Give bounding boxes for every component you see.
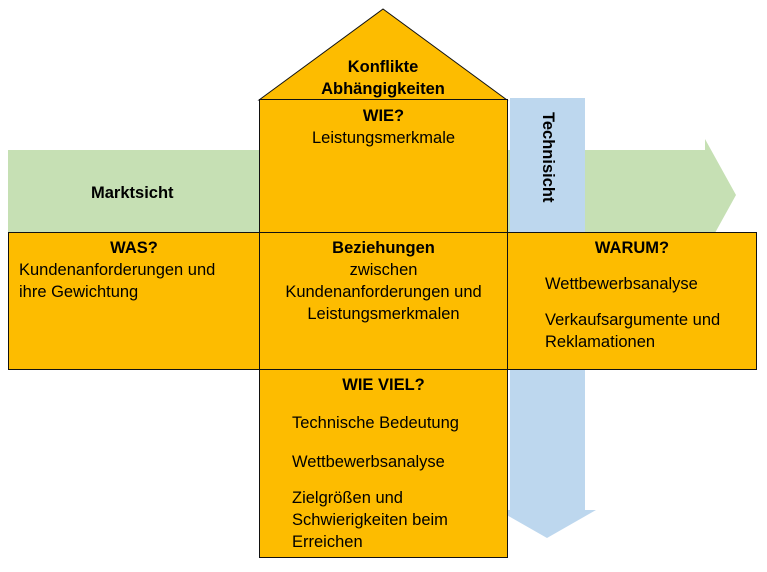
- relations-text-line-1: zwischen: [349, 261, 418, 279]
- was-text-line-1: Kundenanforderungen und: [19, 261, 216, 279]
- market-view-label: Marktsicht: [91, 184, 174, 202]
- wie-viel-item-technical-importance: Technische Bedeutung: [292, 414, 459, 432]
- warum-item-sales-line-2: Reklamationen: [545, 333, 656, 351]
- warum-title: WARUM?: [594, 239, 670, 257]
- wie-viel-item-targets-line-1: Zielgrößen und: [292, 489, 403, 507]
- technical-view-label: Technisicht: [539, 112, 557, 203]
- relations-title: Beziehungen: [332, 239, 435, 257]
- wie-viel-box: WIE VIEL? Technische Bedeutung Wettbewer…: [259, 369, 508, 558]
- was-box: WAS? Kundenanforderungen und ihre Gewich…: [8, 232, 260, 370]
- wie-title: WIE?: [362, 107, 405, 125]
- wie-text: Leistungsmerkmale: [311, 129, 456, 147]
- wie-box: WIE? Leistungsmerkmale: [259, 99, 508, 233]
- wie-viel-title: WIE VIEL?: [342, 376, 425, 394]
- relations-text-line-2: Kundenanforderungen und: [285, 283, 482, 301]
- warum-item-competition: Wettbewerbsanalyse: [545, 275, 698, 293]
- roof-label-line-1: Konflikte: [347, 58, 419, 76]
- wie-viel-item-targets-line-2: Schwierigkeiten beim: [292, 511, 448, 529]
- warum-box: WARUM? Wettbewerbsanalyse Verkaufsargume…: [507, 232, 757, 370]
- relations-box: Beziehungen zwischen Kundenanforderungen…: [259, 232, 508, 370]
- was-text-line-2: ihre Gewichtung: [19, 283, 139, 301]
- roof-label: Konflikte Abhängigkeiten: [283, 56, 483, 100]
- was-title: WAS?: [110, 239, 158, 257]
- warum-item-sales-line-1: Verkaufsargumente und: [545, 311, 721, 329]
- relations-text-line-3: Leistungsmerkmalen: [307, 305, 460, 323]
- warum-item-sales: Verkaufsargumente und Reklamationen: [545, 309, 756, 353]
- wie-viel-item-targets-line-3: Erreichen: [292, 533, 363, 551]
- roof-label-line-2: Abhängigkeiten: [321, 80, 445, 98]
- wie-viel-item-competition: Wettbewerbsanalyse: [292, 453, 445, 471]
- wie-viel-item-targets: Zielgrößen und Schwierigkeiten beim Erre…: [292, 487, 507, 553]
